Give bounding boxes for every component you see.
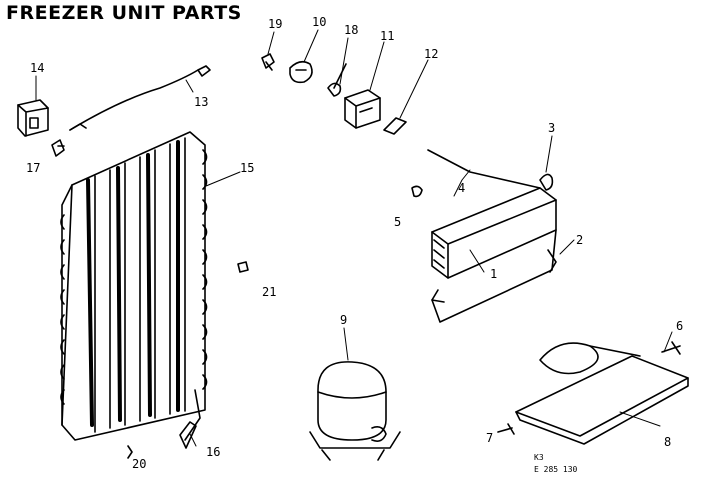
diagram-title: FREEZER UNIT PARTS bbox=[6, 2, 242, 24]
clamp-part-10 bbox=[289, 60, 313, 84]
callout-2: 2 bbox=[576, 233, 584, 247]
callout-6: 6 bbox=[676, 319, 684, 333]
callout-5: 5 bbox=[394, 215, 402, 229]
callout-19: 19 bbox=[268, 17, 283, 31]
callout-12: 12 bbox=[424, 47, 439, 61]
screw-part-7 bbox=[497, 423, 515, 435]
callout-1: 1 bbox=[490, 267, 498, 281]
callout-15: 15 bbox=[240, 161, 255, 175]
evaporator-coil-shading bbox=[86, 140, 180, 427]
condenser-assembly-part bbox=[427, 149, 557, 323]
fastener-part-5 bbox=[411, 185, 423, 198]
callout-8: 8 bbox=[664, 435, 672, 449]
grommet-part-18 bbox=[327, 63, 347, 97]
callout-10: 10 bbox=[312, 15, 327, 29]
callout-20: 20 bbox=[132, 457, 147, 471]
footer-code-line2: E 285 130 bbox=[534, 465, 578, 474]
screw-part-19 bbox=[261, 53, 275, 71]
clip-part bbox=[51, 139, 65, 157]
callout-16: 16 bbox=[206, 445, 221, 459]
overload-box-part bbox=[344, 89, 381, 129]
drip-tray-part bbox=[515, 342, 689, 445]
callout-4: 4 bbox=[458, 181, 466, 195]
callout-18: 18 bbox=[344, 23, 359, 37]
bracket-part bbox=[383, 117, 407, 135]
callout-21: 21 bbox=[262, 285, 277, 299]
callout-14: 14 bbox=[30, 61, 45, 75]
callout-7: 7 bbox=[486, 431, 494, 445]
callout-11: 11 bbox=[380, 29, 395, 43]
relay-box-part bbox=[17, 99, 49, 137]
callout-3: 3 bbox=[548, 121, 556, 135]
fastener-part-20 bbox=[127, 445, 133, 459]
callout-13: 13 bbox=[194, 95, 209, 109]
fastener-part-21 bbox=[237, 261, 249, 273]
evaporator-coil-part bbox=[60, 131, 208, 449]
leader-lines bbox=[35, 29, 673, 447]
screw-part-6 bbox=[661, 341, 681, 355]
compressor-part bbox=[309, 361, 401, 461]
wire-harness-part bbox=[69, 65, 211, 131]
callout-17: 17 bbox=[26, 161, 41, 175]
callout-9: 9 bbox=[340, 313, 348, 327]
footer-code-line1: K3 bbox=[534, 453, 544, 462]
